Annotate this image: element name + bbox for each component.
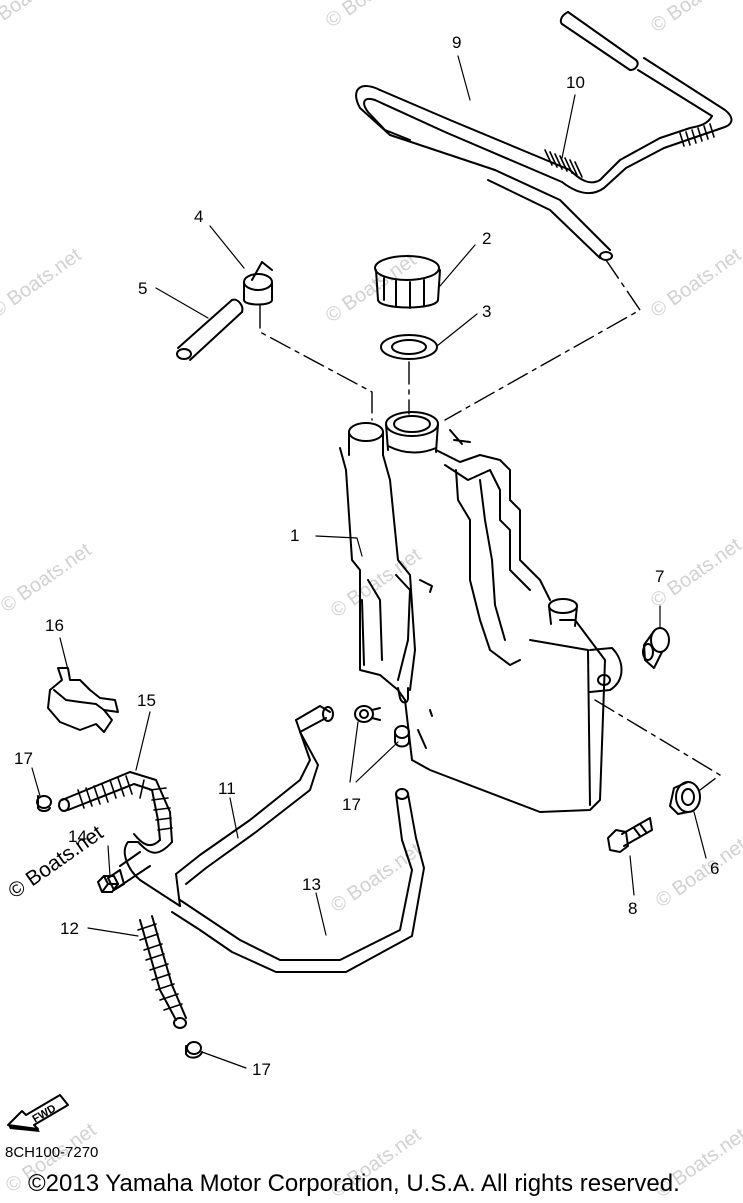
clamp-16 <box>47 667 119 733</box>
nut-14 <box>97 875 119 893</box>
damper-6 <box>669 781 701 815</box>
callout-10: 10 <box>566 73 585 92</box>
grommet-7 <box>642 627 670 669</box>
callout-9: 9 <box>452 33 462 52</box>
callout-2: 2 <box>482 229 492 248</box>
filler-cap-2 <box>374 255 441 309</box>
callout-17: 17 <box>342 795 361 814</box>
bolt-8 <box>607 817 653 853</box>
callout-8: 8 <box>628 899 638 918</box>
gasket-3 <box>380 334 438 360</box>
callout-11: 11 <box>218 779 236 798</box>
callout-3: 3 <box>482 302 492 321</box>
vent-cap-4 <box>243 261 273 306</box>
callout-5: 5 <box>138 279 148 298</box>
diagram-code: 8CH100-7270 <box>5 1144 99 1161</box>
hose-13 <box>107 788 425 973</box>
hose-11 <box>123 705 334 907</box>
spring-10 <box>544 123 715 178</box>
callout-6: 6 <box>710 859 720 878</box>
callout-17: 17 <box>252 1060 271 1079</box>
oil-tank-1 <box>339 411 623 813</box>
callout-15: 15 <box>137 691 156 710</box>
callout-12: 12 <box>60 919 79 938</box>
callout-leaders <box>31 55 707 1069</box>
callout-1: 1 <box>290 526 300 545</box>
fwd-label: FWD <box>30 1102 58 1125</box>
hose-12 <box>137 915 187 1029</box>
callout-16: 16 <box>45 616 64 635</box>
callout-13: 13 <box>302 875 321 894</box>
hose-5 <box>176 298 244 361</box>
clip-17 <box>36 705 410 1059</box>
hose-15 <box>58 771 173 843</box>
callout-14: 14 <box>68 827 87 846</box>
assembly-leaders <box>259 259 721 791</box>
callout-4: 4 <box>194 207 204 226</box>
callout-7: 7 <box>655 567 665 586</box>
copyright-notice: ©2013 Yamaha Motor Corporation, U.S.A. A… <box>28 1170 680 1197</box>
forward-arrow-icon: FWD <box>7 1094 69 1132</box>
hose-9 <box>355 11 733 261</box>
callout-17: 17 <box>14 749 33 768</box>
